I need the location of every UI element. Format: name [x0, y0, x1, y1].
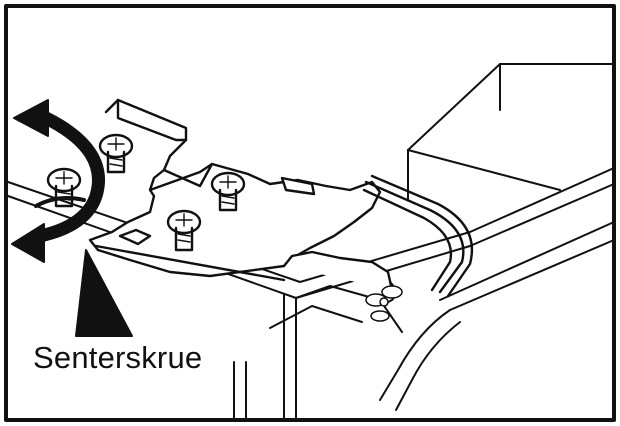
screw-icon — [166, 209, 202, 252]
rotation-arrow-icon — [11, 99, 105, 263]
center-screw-label: Senterskrue — [33, 340, 203, 375]
callout-pointer — [75, 249, 133, 337]
center-screw-icon — [46, 167, 82, 208]
screw-icon — [98, 133, 134, 174]
clip-part — [365, 285, 403, 322]
screw-icon — [210, 171, 246, 212]
